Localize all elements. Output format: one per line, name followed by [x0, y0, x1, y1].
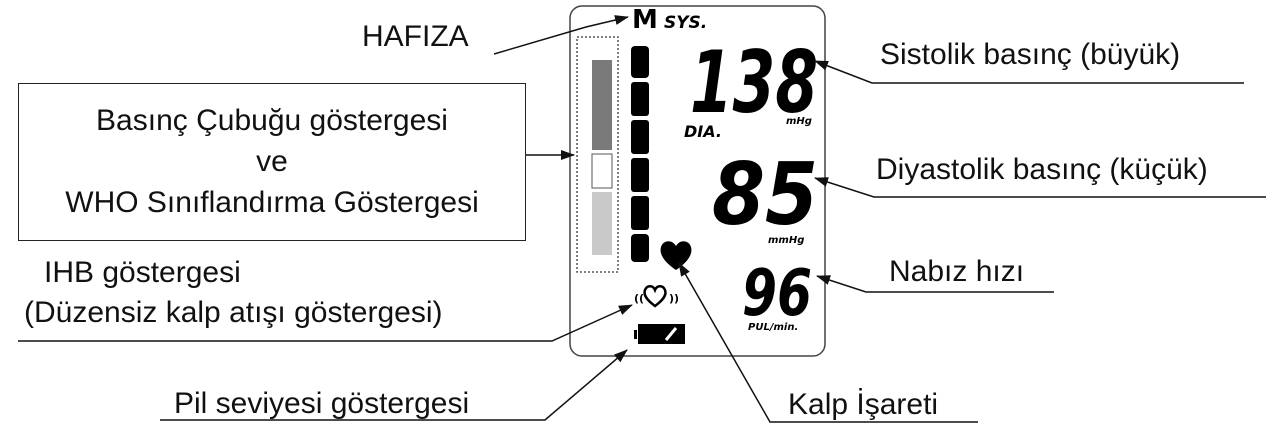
- systolic-unit: mHg: [786, 116, 812, 127]
- bar-indicator-label-line-2: ve: [256, 145, 288, 178]
- pressure-bar-light: [592, 192, 612, 255]
- diastolic-label: Diyastolik basınç (küçük): [876, 153, 1208, 186]
- svg-text:)): )): [669, 292, 679, 305]
- systolic-value: 138: [690, 33, 818, 133]
- pressure-bar-dark: [592, 60, 612, 150]
- memory-callout-line: [493, 15, 629, 55]
- pressure-bar-gap: [591, 153, 613, 189]
- bar-indicator-callout-box: Basınç Çubuğu göstergesi ve WHO Sınıflan…: [18, 83, 526, 241]
- pulse-value: 96: [742, 257, 812, 331]
- memory-icon: M: [632, 5, 658, 35]
- heart-callout-line: [678, 262, 978, 423]
- svg-text:((: ((: [634, 292, 644, 305]
- ihb-callout-line: [18, 304, 633, 342]
- bar-indicator-label-line-1: Basınç Çubuğu göstergesi: [96, 104, 448, 137]
- dia-label: DIA.: [684, 122, 722, 141]
- pulse-callout-line: [816, 275, 1054, 293]
- sys-label: SYS.: [664, 13, 707, 33]
- irregular-heartbeat-icon: (( )): [634, 285, 679, 308]
- bar-indicator-label-line-3: WHO Sınıflandırma Göstergesi: [65, 186, 479, 219]
- pulse-unit: PUL/min.: [748, 322, 798, 333]
- pressure-bar-frame: [576, 36, 619, 273]
- heart-symbol-label: Kalp İşareti: [788, 388, 939, 421]
- systolic-label: Sistolik basınç (büyük): [880, 38, 1181, 71]
- systolic-callout-line: [814, 60, 1244, 84]
- diastolic-callout-line: [814, 177, 1266, 198]
- who-classification-bar: [631, 46, 649, 262]
- ihb-label-line-1: IHB göstergesi: [44, 256, 241, 289]
- battery-icon: [634, 324, 685, 344]
- diastolic-value: 85: [712, 145, 818, 245]
- memory-label: HAFIZA: [362, 20, 469, 53]
- pulse-label: Nabız hızı: [889, 255, 1025, 288]
- battery-label: Pil seviyesi göstergesi: [174, 387, 470, 420]
- diastolic-unit: mmHg: [768, 235, 804, 246]
- ihb-label-line-2: (Düzensiz kalp atışı göstergesi): [24, 296, 443, 329]
- battery-callout-line: [160, 349, 628, 421]
